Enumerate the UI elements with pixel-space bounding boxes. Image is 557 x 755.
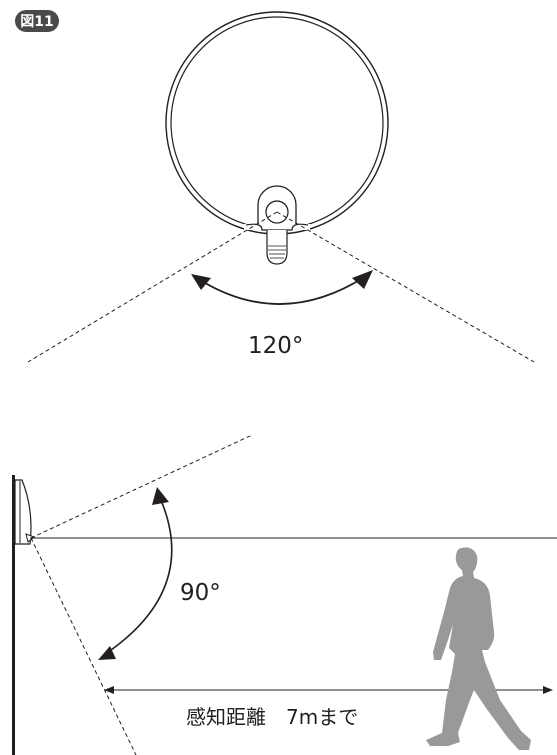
angle-arc-120 [199,275,367,305]
arc90-arrowhead-bottom [98,646,116,660]
angle-label-90: 90° [180,580,221,606]
figure-badge: 図11 [15,10,59,32]
side-detection-upper [30,434,253,539]
side-detection-lower [30,537,137,755]
sensor-icon [244,185,310,265]
walking-person-icon [426,547,531,750]
top-view: 120° [27,11,535,363]
range-arrowhead-left [104,686,114,694]
arc-arrowhead-right [352,270,373,289]
detection-boundary-left [27,211,278,363]
lamp-side-profile [14,479,32,545]
angle-label-120: 120° [248,333,303,359]
figure-badge-text: 図11 [20,14,53,30]
range-label: 感知距離 7mまで [186,705,358,729]
arc90-arrowhead-top [152,487,169,505]
detection-boundary-right [276,211,535,363]
side-view: 90° 感知距離 7mまで [12,434,557,755]
angle-arc-90 [103,497,173,656]
wall [12,475,15,755]
range-arrowhead-right [543,686,553,694]
arc-arrowhead-left [191,274,211,290]
